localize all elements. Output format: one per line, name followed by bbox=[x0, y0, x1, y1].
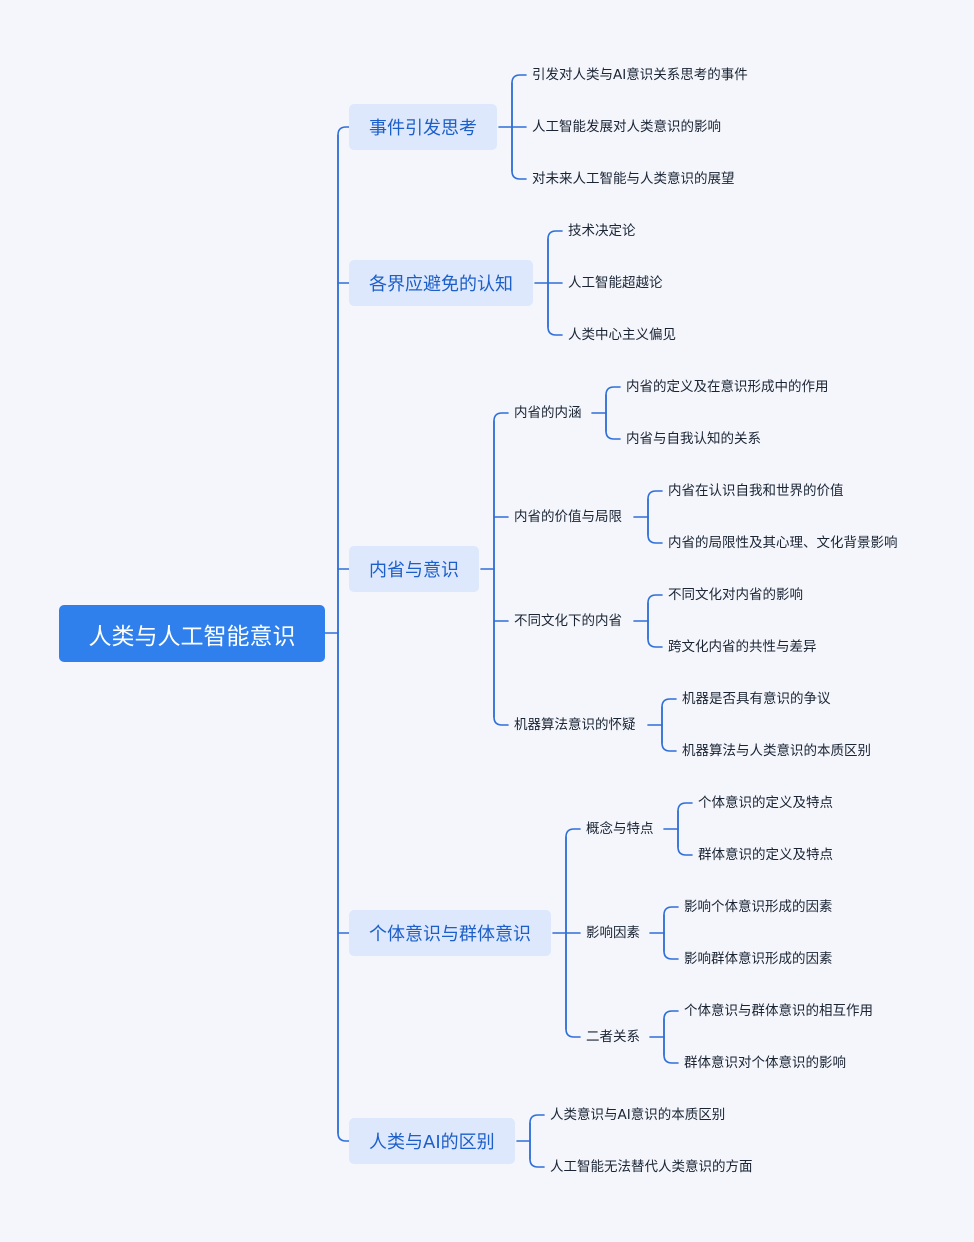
sub-connector-edge bbox=[663, 1036, 679, 1064]
leaf-node[interactable]: 内省的定义及在意识形成中的作用 bbox=[626, 379, 829, 395]
leaf-node[interactable]: 群体意识对个体意识的影响 bbox=[684, 1055, 846, 1071]
root-connector-edge bbox=[337, 632, 350, 1142]
leaf-node[interactable]: 影响个体意识形成的因素 bbox=[684, 899, 833, 915]
sub-branch-node[interactable]: 内省的价值与局限 bbox=[514, 509, 622, 525]
individual-group-connector-edge bbox=[565, 828, 581, 934]
leaf-node[interactable]: 人工智能无法替代人类意识的方面 bbox=[550, 1159, 753, 1175]
sub-connector-edge bbox=[605, 386, 621, 414]
leaf-node[interactable]: 内省的局限性及其心理、文化背景影响 bbox=[668, 535, 898, 551]
events-connector-edge bbox=[511, 74, 527, 128]
root-connector-edge bbox=[337, 126, 350, 634]
sub-branch-node[interactable]: 机器算法意识的怀疑 bbox=[514, 717, 636, 733]
leaf-node[interactable]: 群体意识的定义及特点 bbox=[698, 847, 833, 863]
avoid-connector-edge bbox=[547, 230, 563, 284]
leaf-node[interactable]: 人工智能发展对人类意识的影响 bbox=[532, 119, 721, 135]
leaf-node[interactable]: 影响群体意识形成的因素 bbox=[684, 951, 833, 967]
sub-connector-edge bbox=[677, 802, 693, 830]
sub-connector-edge bbox=[663, 932, 679, 960]
sub-connector-edge bbox=[677, 828, 693, 856]
sub-connector-edge bbox=[661, 724, 677, 752]
leaf-node[interactable]: 引发对人类与AI意识关系思考的事件 bbox=[532, 67, 748, 83]
branch-node-events[interactable]: 事件引发思考 bbox=[349, 104, 497, 150]
sub-branch-node[interactable]: 不同文化下的内省 bbox=[514, 613, 622, 629]
sub-connector-edge bbox=[647, 620, 663, 648]
leaf-node[interactable]: 人类中心主义偏见 bbox=[568, 327, 676, 343]
sub-connector-edge bbox=[663, 1010, 679, 1038]
individual-group-connector-edge bbox=[565, 932, 581, 1038]
branch-node-human-vs-ai[interactable]: 人类与AI的区别 bbox=[349, 1118, 515, 1164]
events-connector-edge bbox=[511, 126, 527, 180]
leaf-node[interactable]: 人类意识与AI意识的本质区别 bbox=[550, 1107, 726, 1123]
leaf-node[interactable]: 内省与自我认知的关系 bbox=[626, 431, 761, 447]
sub-branch-node[interactable]: 影响因素 bbox=[586, 925, 640, 941]
leaf-node[interactable]: 机器算法与人类意识的本质区别 bbox=[682, 743, 871, 759]
leaf-node[interactable]: 人工智能超越论 bbox=[568, 275, 663, 291]
avoid-connector-edge bbox=[547, 282, 563, 336]
branch-node-introspection[interactable]: 内省与意识 bbox=[349, 546, 479, 592]
sub-connector-edge bbox=[647, 490, 663, 518]
human-ai-connector-edge bbox=[529, 1114, 545, 1142]
introspection-connector-edge bbox=[493, 568, 509, 726]
sub-connector-edge bbox=[647, 516, 663, 544]
leaf-node[interactable]: 不同文化对内省的影响 bbox=[668, 587, 803, 603]
root-node[interactable]: 人类与人工智能意识 bbox=[59, 605, 325, 662]
leaf-node[interactable]: 机器是否具有意识的争议 bbox=[682, 691, 831, 707]
leaf-node[interactable]: 个体意识与群体意识的相互作用 bbox=[684, 1003, 873, 1019]
leaf-node[interactable]: 对未来人工智能与人类意识的展望 bbox=[532, 171, 735, 187]
sub-connector-edge bbox=[647, 594, 663, 622]
sub-branch-node[interactable]: 概念与特点 bbox=[586, 821, 654, 837]
sub-branch-node[interactable]: 二者关系 bbox=[586, 1029, 640, 1045]
sub-connector-edge bbox=[661, 698, 677, 726]
leaf-node[interactable]: 技术决定论 bbox=[568, 223, 636, 239]
sub-connector-edge bbox=[605, 412, 621, 440]
leaf-node[interactable]: 内省在认识自我和世界的价值 bbox=[668, 483, 844, 499]
sub-branch-node[interactable]: 内省的内涵 bbox=[514, 405, 582, 421]
introspection-connector-edge bbox=[493, 412, 509, 570]
leaf-node[interactable]: 个体意识的定义及特点 bbox=[698, 795, 833, 811]
branch-node-avoid[interactable]: 各界应避免的认知 bbox=[349, 260, 533, 306]
leaf-node[interactable]: 跨文化内省的共性与差异 bbox=[668, 639, 817, 655]
branch-node-individual-group[interactable]: 个体意识与群体意识 bbox=[349, 910, 551, 956]
sub-connector-edge bbox=[663, 906, 679, 934]
human-ai-connector-edge bbox=[529, 1140, 545, 1168]
